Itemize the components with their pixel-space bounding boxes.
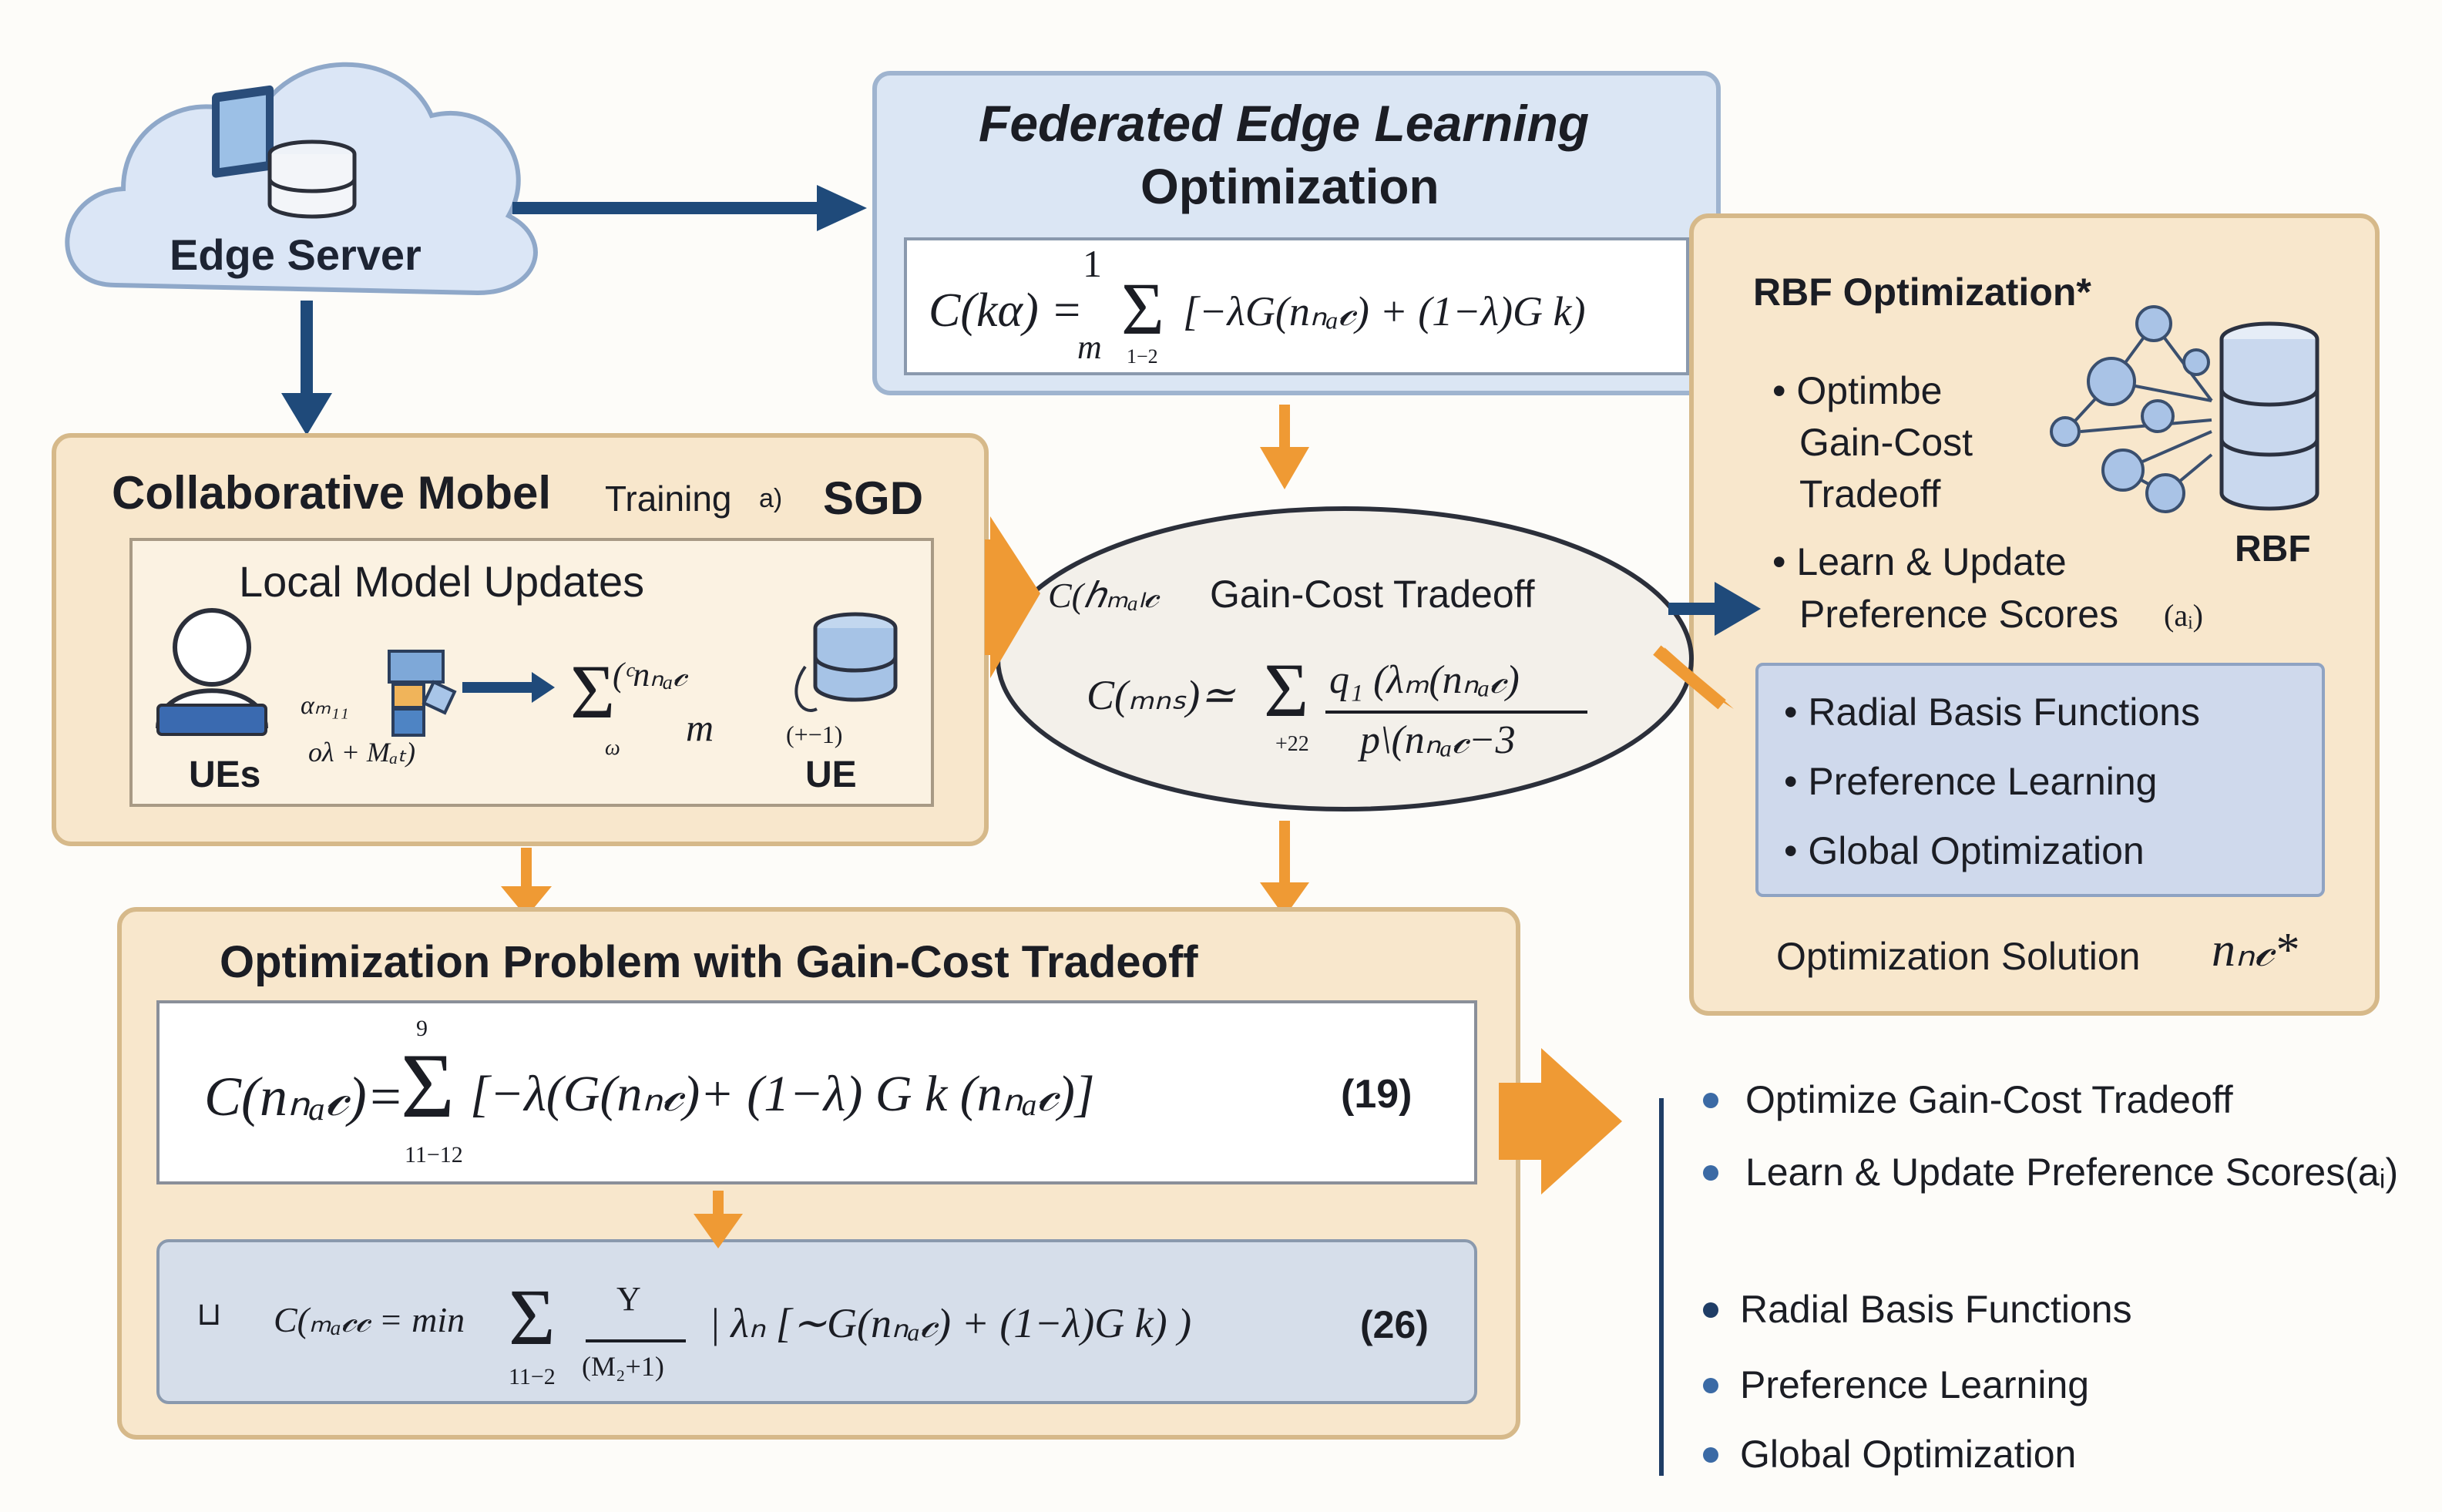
edge-server-label: Edge Server bbox=[170, 230, 422, 279]
database-icon bbox=[267, 139, 357, 219]
collab-title-small: Training bbox=[605, 479, 732, 519]
tradeoff-eq-sigma: Σ bbox=[1264, 647, 1309, 733]
fel-eq-frac-bot: m bbox=[1077, 328, 1102, 366]
problem-eq1-box bbox=[156, 1000, 1477, 1184]
eq2-bracket-icon: ⊔ bbox=[197, 1297, 222, 1332]
rbf-inner-1: • Radial Basis Functions bbox=[1784, 690, 2200, 734]
fel-equation-box bbox=[904, 237, 1689, 375]
arrow-collab-to-tradeoff bbox=[985, 516, 1040, 678]
side-list-item-2: Learn & Update Preference Scores(aᵢ) bbox=[1745, 1151, 2399, 1194]
arrow-collab-to-problem bbox=[501, 848, 552, 917]
blocks-icon bbox=[388, 650, 457, 737]
side-list-item-5: Global Optimization bbox=[1740, 1433, 2077, 1476]
fel-eq-lhs: C(kα) = bbox=[929, 284, 1083, 337]
problem-eq1-body: [−λ(G(nₙ𝒸)+ (1−λ) G k (nₙₐ𝒸)] bbox=[470, 1066, 1095, 1122]
problem-eq1-number: (19) bbox=[1341, 1072, 1412, 1117]
ue-database-icon bbox=[794, 612, 898, 712]
rbf-inner-3: • Global Optimization bbox=[1784, 829, 2145, 872]
arrow-cloud-to-fel bbox=[512, 185, 867, 231]
problem-eq2-lhs: C(ₘₐ𝒸𝒸 = min bbox=[274, 1300, 465, 1339]
arrow-cloud-to-collab bbox=[281, 301, 332, 435]
arrow-tradeoff-to-rbf bbox=[1668, 582, 1761, 636]
arrow-local bbox=[462, 672, 555, 703]
collab-title-main: Collaborative Mobel bbox=[112, 467, 552, 519]
arrow-tradeoff-to-problem bbox=[1260, 821, 1309, 917]
problem-eq1-sigma: Σ bbox=[401, 1034, 455, 1137]
side-list-dot bbox=[1703, 1093, 1718, 1108]
frac-label: αₘ₁₁ bbox=[301, 691, 349, 720]
arrow-fel-to-tradeoff bbox=[1260, 405, 1309, 489]
side-list-dot bbox=[1703, 1302, 1718, 1318]
rbf-inner-box bbox=[1755, 663, 2325, 897]
ues-label: UEs bbox=[189, 754, 261, 795]
rbf-inner-2-text: Preference Learning bbox=[1808, 760, 2158, 803]
fel-eq-frac-top: 1 bbox=[1083, 242, 1102, 285]
fel-eq-sigma: Σ bbox=[1121, 267, 1164, 350]
problem-eq1-sub: 11−12 bbox=[405, 1142, 463, 1168]
collab-sum-sub: ω bbox=[605, 736, 620, 760]
fel-eq-sub: 1−2 bbox=[1127, 345, 1158, 368]
side-list-rule bbox=[1659, 1098, 1664, 1476]
frac-sub: oλ + Mₐₜ) bbox=[308, 737, 416, 768]
tradeoff-lhs-small: C(ℎₘₐₗ𝒸 bbox=[1048, 576, 1159, 615]
rbf-database-icon bbox=[2219, 321, 2319, 511]
fel-title-line2: Optimization bbox=[1140, 159, 1439, 214]
side-list-dot bbox=[1703, 1447, 1718, 1463]
rbf-bullet-2b: Preference Scores bbox=[1799, 593, 2119, 636]
problem-eq1-lhs: C(nₙₐ𝒸)= bbox=[204, 1066, 405, 1127]
problem-eq2-bar bbox=[586, 1339, 686, 1342]
tradeoff-eq-sub: +22 bbox=[1275, 732, 1309, 756]
rbf-inner-2: • Preference Learning bbox=[1784, 760, 2158, 803]
monitor-icon bbox=[212, 85, 274, 178]
side-list-dot bbox=[1703, 1378, 1718, 1393]
ue-label: UE bbox=[805, 754, 857, 795]
side-list-item-1: Optimize Gain-Cost Tradeoff bbox=[1745, 1078, 2233, 1121]
ue-sub: (+−1) bbox=[786, 721, 843, 748]
rbf-solution-label: Optimization Solution bbox=[1776, 935, 2141, 978]
person-icon bbox=[156, 608, 268, 736]
problem-eq2-frac-top: Υ bbox=[616, 1280, 641, 1318]
local-updates-title: Local Model Updates bbox=[239, 557, 645, 606]
rbf-inner-3-text: Global Optimization bbox=[1808, 829, 2145, 872]
side-list-item-4: Preference Learning bbox=[1740, 1363, 2090, 1406]
rbf-bullet-1: • Optimbe bbox=[1772, 369, 1943, 412]
rbf-bullet-2: • Learn & Update bbox=[1772, 540, 2067, 583]
network-icon bbox=[2050, 305, 2213, 513]
tradeoff-title: Gain-Cost Tradeoff bbox=[1210, 573, 1535, 616]
rbf-title: RBF Optimization* bbox=[1753, 270, 2091, 314]
arrow-eq1-to-eq2 bbox=[694, 1191, 743, 1248]
collab-title-sgd: SGD bbox=[823, 472, 924, 524]
rbf-inner-1-text: Radial Basis Functions bbox=[1808, 690, 2200, 734]
collab-sum-sigma: Σ bbox=[570, 649, 616, 734]
side-list-item-3: Radial Basis Functions bbox=[1740, 1288, 2132, 1331]
rbf-solution-symbol: nₙ𝒸* bbox=[2212, 924, 2298, 976]
tradeoff-eq-bar bbox=[1325, 711, 1587, 714]
problem-eq2-body: | λₙ [∼G(nₙₐ𝒸) + (1−λ)G k) ) bbox=[709, 1300, 1192, 1346]
problem-eq2-frac-bot: (M₂+1) bbox=[582, 1351, 664, 1382]
tradeoff-eq-num: q₁ (λₘ(nₙₐ𝒸) bbox=[1329, 658, 1520, 702]
fel-eq-body: [−λG(nₙₐ𝒸) + (1−λ)G k) bbox=[1183, 288, 1586, 334]
collab-sum-expr: (ᶜnₙₐ𝒸 bbox=[613, 656, 687, 694]
tradeoff-eq-lhs: C(ₘₙₛ)≃ bbox=[1087, 672, 1235, 718]
rbf-bullet-1b: Gain-Cost bbox=[1799, 421, 1973, 464]
collab-title-tag: a) bbox=[759, 484, 783, 513]
problem-title: Optimization Problem with Gain-Cost Trad… bbox=[220, 937, 1198, 987]
problem-eq2-sub: 11−2 bbox=[509, 1364, 556, 1389]
rbf-scores-symbol: (aᵢ) bbox=[2164, 598, 2203, 633]
rbf-bullet-2-text: Learn & Update bbox=[1796, 540, 2067, 583]
rbf-label: RBF bbox=[2235, 529, 2311, 570]
problem-eq2-box bbox=[156, 1239, 1477, 1404]
side-list-dot bbox=[1703, 1165, 1718, 1181]
problem-eq2-number: (26) bbox=[1360, 1303, 1429, 1346]
fel-title-line1: Federated Edge Learning bbox=[979, 95, 1590, 152]
collab-sum-den: m bbox=[686, 706, 714, 749]
rbf-bullet-1c: Tradeoff bbox=[1799, 472, 1941, 516]
tradeoff-eq-den: p\(nₙₐ𝒸−3 bbox=[1360, 718, 1516, 762]
arrow-problem-to-list bbox=[1499, 1048, 1622, 1194]
arrow-tradeoff-to-rbf-box bbox=[1653, 645, 1734, 710]
rbf-bullet-1-text: Optimbe bbox=[1796, 369, 1943, 412]
problem-eq2-sigma: Σ bbox=[509, 1273, 556, 1362]
problem-eq1-top: 9 bbox=[416, 1016, 428, 1041]
